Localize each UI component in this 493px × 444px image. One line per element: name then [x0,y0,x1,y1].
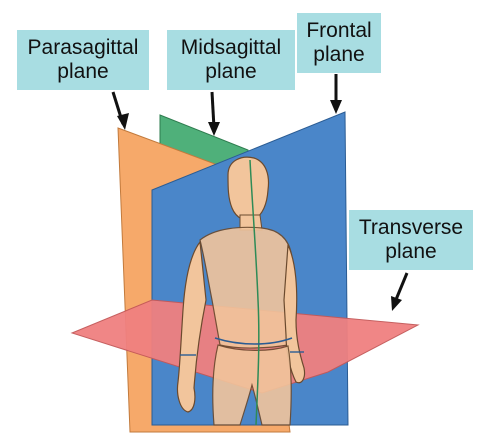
frontal-label-line1: Frontal [306,19,372,42]
parasagittal-label-line2: plane [57,60,109,83]
parasagittal-arrow [111,91,129,130]
transverse-label: Transverse plane [349,210,473,270]
frontal-label-line2: plane [313,43,365,66]
human-figure [176,156,306,426]
midsagittal-label: Midsagittal plane [167,30,295,90]
transverse-label-line2: plane [385,240,437,263]
transverse-label-line1: Transverse [358,216,464,239]
midsagittal-label-line2: plane [205,60,257,83]
transverse-arrow [391,272,409,311]
midsagittal-arrow [208,91,220,136]
parasagittal-label: Parasagittal plane [17,30,149,90]
frontal-label: Frontal plane [297,13,381,73]
frontal-arrow [330,74,342,114]
parasagittal-label-line1: Parasagittal [27,36,139,59]
midsagittal-label-line1: Midsagittal [180,36,282,59]
